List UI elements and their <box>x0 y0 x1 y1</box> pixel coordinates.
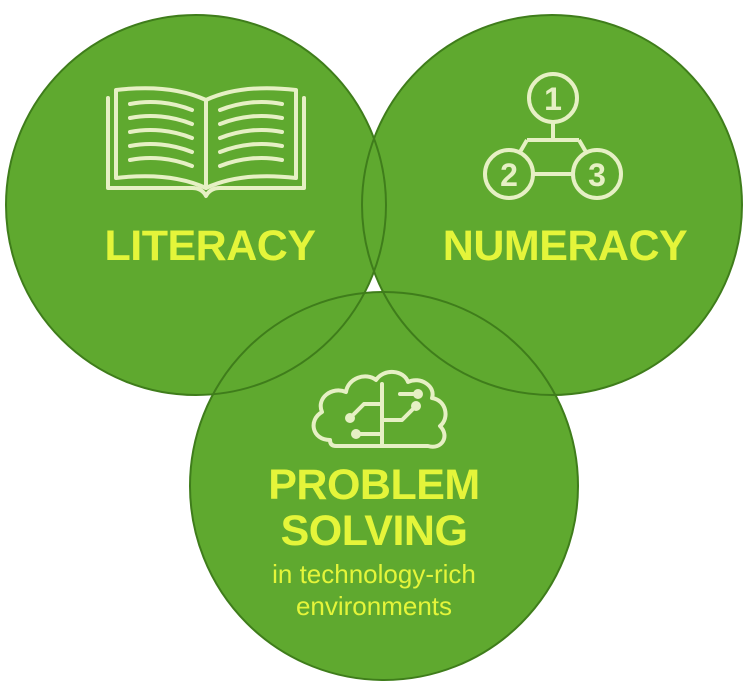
number-two: 2 <box>500 157 518 193</box>
numeracy-title: NUMERACY <box>442 222 688 270</box>
literacy-title: LITERACY <box>104 222 317 270</box>
problem-solving-title: PROBLEM SOLVING <box>244 462 504 554</box>
problem-solving-subtitle-line1: in technology-rich <box>272 559 476 589</box>
problem-solving-title-line2: SOLVING <box>280 507 468 555</box>
literacy-circle <box>6 15 386 395</box>
problem-solving-title-line1: PROBLEM <box>268 461 480 509</box>
numbers-icon-digits: 1 2 3 <box>500 81 606 193</box>
circle-outlines <box>5 14 743 681</box>
number-three: 3 <box>588 157 606 193</box>
problem-solving-subtitle-line2: environments <box>295 591 453 621</box>
number-one: 1 <box>544 81 562 117</box>
open-book-icon <box>106 86 306 198</box>
numeracy-circle <box>362 15 742 395</box>
problem-solving-subtitle: in technology-rich environments <box>234 558 514 622</box>
problem-solving-circle <box>190 292 578 680</box>
numbers-network-icon <box>483 72 623 200</box>
brain-circuit-icon <box>311 370 448 449</box>
